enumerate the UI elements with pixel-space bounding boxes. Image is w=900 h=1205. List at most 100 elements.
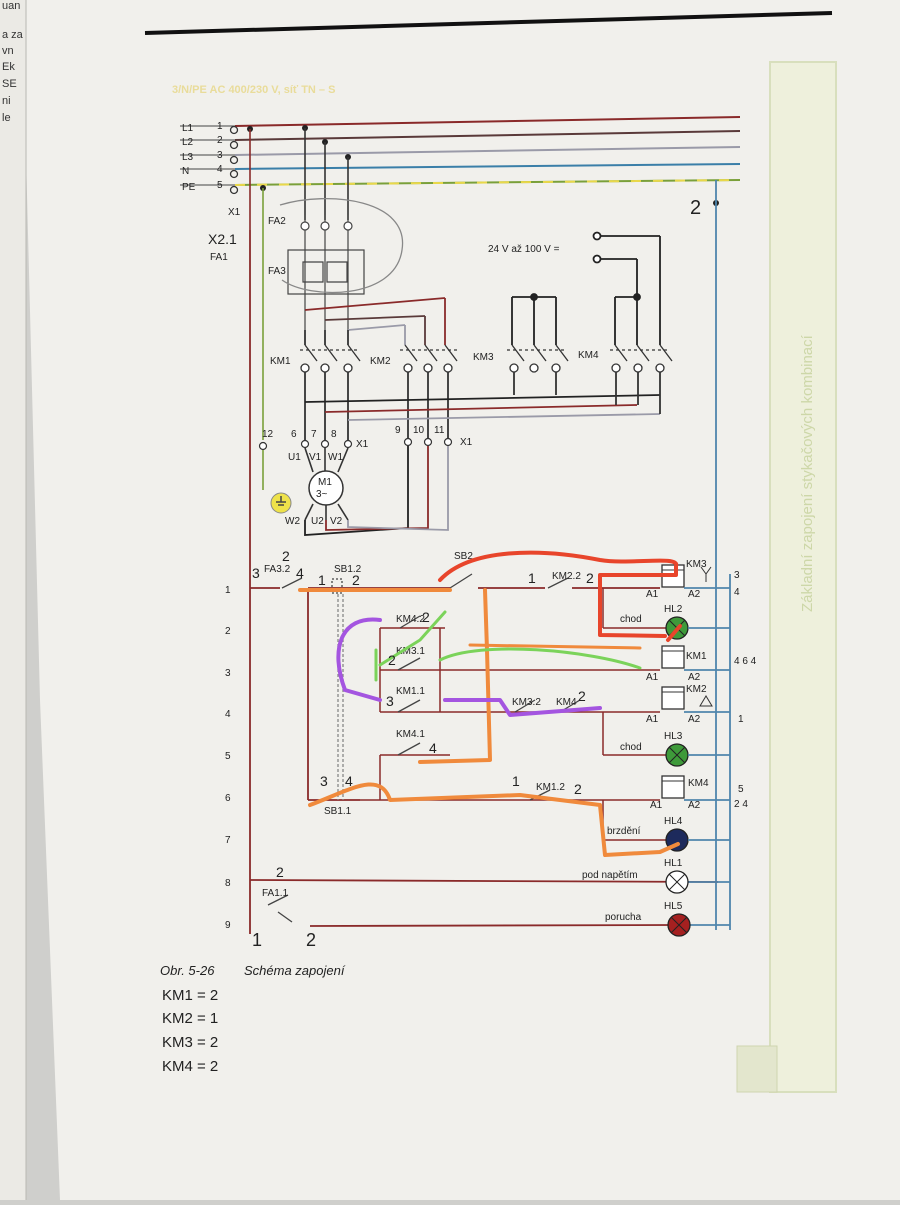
svg-text:A1: A1 — [646, 672, 659, 683]
figure-caption: Obr. 5-26 Schéma zapojení — [160, 963, 346, 978]
side-title: Základní zapojení stykačových kombinací — [799, 334, 816, 612]
svg-text:1: 1 — [318, 572, 326, 588]
svg-text:2: 2 — [422, 609, 430, 625]
svg-text:W2: W2 — [285, 516, 300, 527]
svg-text:PE: PE — [182, 182, 196, 193]
svg-text:9: 9 — [225, 920, 231, 931]
cross-references: 3 4 4 6 4 1 5 2 4 — [734, 570, 757, 810]
svg-text:1: 1 — [252, 930, 262, 950]
svg-text:KM1.2: KM1.2 — [536, 782, 565, 793]
svg-text:12: 12 — [262, 429, 274, 440]
svg-text:2: 2 — [306, 930, 316, 950]
svg-text:KM4: KM4 — [556, 697, 577, 708]
handwritten-notes: KM1 = 2 KM2 = 1 KM3 = 2 KM4 = 2 — [162, 987, 218, 1075]
label-km1: KM1 — [270, 356, 291, 367]
row-numbers: 1 2 3 4 5 6 7 8 9 — [225, 585, 231, 931]
svg-text:5: 5 — [225, 751, 231, 762]
svg-text:M1: M1 — [318, 477, 332, 488]
svg-text:chod: chod — [620, 614, 642, 625]
svg-text:L1: L1 — [182, 123, 194, 134]
handwritten-annotations: 2 X2.1 3 4 1 2 2 3 4 1 2 2 1 2 2 1 3 4 2… — [208, 197, 701, 950]
svg-text:1: 1 — [528, 570, 536, 586]
motor-terminal-labels: W2 U2 V2 — [285, 516, 343, 527]
svg-text:6: 6 — [291, 429, 297, 440]
svg-text:HL3: HL3 — [664, 731, 683, 742]
terminal-circles-lower — [258, 437, 453, 451]
svg-text:N: N — [182, 166, 189, 177]
motor-m1: M1 3~ — [304, 446, 449, 536]
label-km3: KM3 — [473, 352, 494, 363]
coil-symbol-icon — [700, 566, 712, 582]
svg-text:Obr. 5-26: Obr. 5-26 — [160, 963, 215, 978]
svg-text:4: 4 — [345, 773, 353, 789]
svg-text:3: 3 — [225, 668, 231, 679]
supply-header: 3/N/PE AC 400/230 V, síť TN – S — [172, 84, 335, 96]
svg-text:4: 4 — [296, 565, 304, 581]
svg-text:HL5: HL5 — [664, 901, 683, 912]
svg-text:vn: vn — [2, 45, 14, 57]
svg-text:3: 3 — [386, 693, 394, 709]
svg-text:2: 2 — [690, 197, 701, 219]
svg-text:L3: L3 — [182, 152, 194, 163]
svg-text:3: 3 — [320, 773, 328, 789]
svg-text:HL4: HL4 — [664, 816, 683, 827]
svg-text:2: 2 — [574, 781, 582, 797]
svg-text:7: 7 — [311, 429, 317, 440]
terminal-circles — [229, 125, 239, 195]
svg-text:A1: A1 — [646, 714, 659, 725]
svg-text:U1: U1 — [288, 452, 301, 463]
svg-text:chod: chod — [620, 742, 642, 753]
svg-text:3~: 3~ — [316, 489, 328, 500]
svg-text:KM4.1: KM4.1 — [396, 729, 425, 740]
svg-text:2: 2 — [225, 626, 231, 637]
svg-text:5: 5 — [217, 180, 223, 191]
svg-text:1: 1 — [217, 121, 223, 132]
svg-text:A2: A2 — [688, 672, 701, 683]
svg-text:KM4: KM4 — [688, 778, 709, 789]
corner-box — [736, 1045, 778, 1093]
svg-text:KM1 = 2: KM1 = 2 — [162, 987, 218, 1004]
svg-text:4: 4 — [429, 740, 437, 756]
svg-text:3: 3 — [252, 565, 260, 581]
svg-text:A1: A1 — [650, 800, 663, 811]
svg-text:W1: W1 — [328, 452, 343, 463]
svg-text:HL2: HL2 — [664, 604, 683, 615]
svg-text:1: 1 — [738, 714, 744, 725]
marker-annotations — [298, 550, 682, 857]
svg-text:V1: V1 — [309, 452, 322, 463]
top-rule — [144, 11, 833, 35]
svg-text:2: 2 — [282, 548, 290, 564]
svg-text:X2.1: X2.1 — [208, 231, 237, 247]
motor-wiring — [304, 297, 446, 345]
side-column — [769, 61, 837, 1093]
svg-text:uan: uan — [2, 0, 20, 12]
label-fa3: FA3 — [268, 266, 286, 277]
label-x1: X1 — [228, 207, 241, 218]
svg-text:A2: A2 — [688, 589, 701, 600]
svg-text:KM3: KM3 — [686, 559, 707, 570]
svg-text:8: 8 — [225, 878, 231, 889]
earth-symbol-icon — [262, 450, 292, 514]
svg-text:A2: A2 — [688, 714, 701, 725]
svg-text:4 6 4: 4 6 4 — [734, 656, 757, 667]
supply-bus — [180, 116, 741, 186]
svg-text:3: 3 — [217, 150, 223, 161]
svg-text:8: 8 — [331, 429, 337, 440]
svg-text:4: 4 — [217, 164, 223, 175]
svg-text:brzdění: brzdění — [607, 826, 641, 837]
svg-text:KM4.2: KM4.2 — [396, 614, 425, 625]
svg-text:SB1.1: SB1.1 — [324, 806, 352, 817]
svg-text:2: 2 — [388, 652, 396, 668]
svg-text:U2: U2 — [311, 516, 324, 527]
svg-text:9: 9 — [395, 425, 401, 436]
svg-text:2: 2 — [276, 864, 284, 880]
dc-supply-wiring — [511, 231, 661, 345]
svg-text:V2: V2 — [330, 516, 343, 527]
svg-text:KM4 = 2: KM4 = 2 — [162, 1058, 218, 1075]
svg-text:pod napětím: pod napětím — [582, 870, 638, 881]
terminal-strip: 12 6 7 8 9 10 11 X1 X1 U1 V1 W1 — [262, 425, 473, 463]
svg-text:SB1.2: SB1.2 — [334, 564, 362, 575]
